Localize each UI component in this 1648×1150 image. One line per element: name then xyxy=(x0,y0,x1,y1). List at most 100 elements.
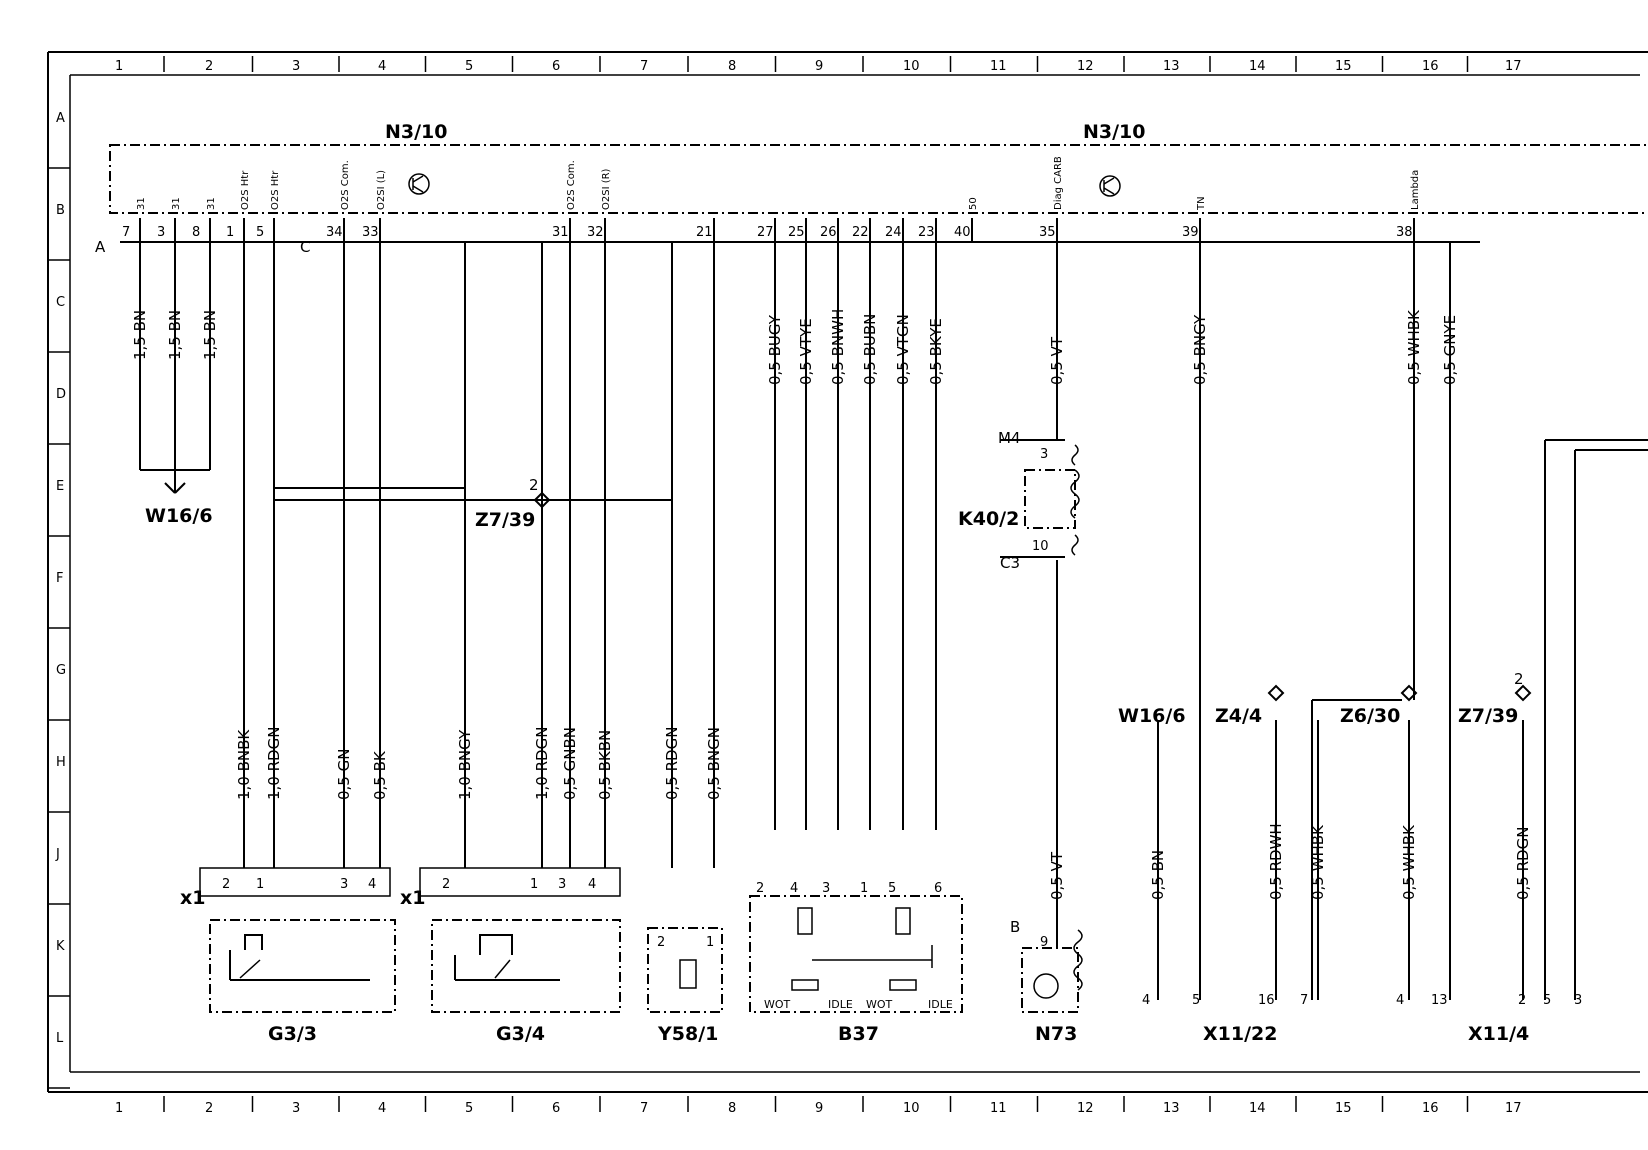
grid-column-label: 9 xyxy=(815,1101,823,1116)
wire-label: 0,5 BNGN xyxy=(705,727,723,800)
wire-label: 0,5 VT xyxy=(1048,336,1066,385)
y58-1-label: Y58/1 xyxy=(657,1023,718,1045)
z6-30-label: Z6/30 xyxy=(1340,705,1400,727)
ignition-switch-n73: B 9 N73 xyxy=(1010,918,1083,1045)
grid-row-label: C xyxy=(56,295,65,310)
grid-column-label: 15 xyxy=(1335,59,1352,74)
grid-column-label: 6 xyxy=(552,1101,560,1116)
pin-number: 33 xyxy=(362,225,379,240)
connector-c-label: C xyxy=(300,238,310,256)
component-pin-number: 2 xyxy=(756,881,764,896)
k40-pin-3: 3 xyxy=(1040,447,1048,462)
pin-number: 8 xyxy=(192,225,200,240)
pin-number: 34 xyxy=(326,225,343,240)
grid-column-label: 16 xyxy=(1422,1101,1439,1116)
grid-column-label: 11 xyxy=(990,59,1007,74)
wire-label: 0,5 BNWH xyxy=(829,309,847,385)
component-pin-number: 4 xyxy=(588,877,596,892)
wire-label: 0,5 RDWH xyxy=(1267,823,1285,900)
wire-label: 0,5 GNYE xyxy=(1441,315,1459,385)
pin-number: 35 xyxy=(1039,225,1056,240)
x1-left-label: x1 xyxy=(180,887,205,909)
grid-row-label: D xyxy=(56,387,66,402)
b37-idle-label: IDLE xyxy=(928,998,953,1011)
splice-group-right: W16/6 Z4/4 Z6/30 Z7/39 2 xyxy=(1118,439,1648,1000)
grid-column-label: 4 xyxy=(378,1101,386,1116)
grid-column-label: 7 xyxy=(640,59,648,74)
component-pin-number: 4 xyxy=(1142,993,1150,1008)
grid-column-label: 5 xyxy=(465,59,473,74)
grid-column-label: 8 xyxy=(728,1101,736,1116)
component-pin-number: 1 xyxy=(860,881,868,896)
grid-column-label: 13 xyxy=(1163,59,1180,74)
grid-row-label: F xyxy=(56,571,63,586)
grid-column-label: 10 xyxy=(903,1101,920,1116)
wire-label: 0,5 BN xyxy=(1149,850,1167,900)
component-pin-number: 4 xyxy=(790,881,798,896)
component-pin-number: 2 xyxy=(657,935,665,950)
grid-row-label: H xyxy=(56,755,66,770)
b37-label: B37 xyxy=(838,1023,879,1045)
wire-label: 0,5 WHBK xyxy=(1400,824,1418,900)
x1-mid-label: x1 xyxy=(400,887,425,909)
component-pin-number: 13 xyxy=(1431,993,1448,1008)
pin-number: 27 xyxy=(757,225,774,240)
grid-column-label: 5 xyxy=(465,1101,473,1116)
pin-number: 22 xyxy=(852,225,869,240)
grid-column-label: 6 xyxy=(552,59,560,74)
pin-number: 7 xyxy=(122,225,130,240)
wire-label: 0,5 BKBN xyxy=(596,730,614,800)
component-pin-number: 4 xyxy=(1396,993,1404,1008)
pin-signal-label: 50 xyxy=(968,197,979,210)
component-pin-number: 2 xyxy=(442,877,450,892)
component-pin-number: 7 xyxy=(1300,993,1308,1008)
component-pin-number: 2 xyxy=(1518,993,1526,1008)
wire-label: 1,0 BNBK xyxy=(235,729,253,800)
grid-row-label: K xyxy=(56,939,65,954)
x11-22-label: X11/22 xyxy=(1203,1023,1277,1045)
grid-column-label: 10 xyxy=(903,59,920,74)
pin-number: 39 xyxy=(1182,225,1199,240)
connector-x11-4: X11/4 xyxy=(1468,1023,1529,1045)
grid-column-label: 15 xyxy=(1335,1101,1352,1116)
pin-number: 5 xyxy=(256,225,264,240)
g3-3-label: G3/3 xyxy=(268,1023,317,1045)
wire-label: 0,5 RDGN xyxy=(663,727,681,800)
b37-wot-label: WOT xyxy=(866,998,893,1011)
wire-label: 0,5 BUGY xyxy=(766,314,784,385)
grid-row-label: J xyxy=(55,847,60,862)
wire-label: 0,5 BUBN xyxy=(861,314,879,385)
pin-signal-label: 31 xyxy=(136,197,147,210)
grid-column-label: 2 xyxy=(205,59,213,74)
m4-label: M4 xyxy=(998,429,1021,447)
splice-z7-39: Z7/39 2 xyxy=(274,476,673,700)
component-pin-number: 1 xyxy=(256,877,264,892)
grid-column-label: 7 xyxy=(640,1101,648,1116)
grid-column-label: 17 xyxy=(1505,1101,1522,1116)
z7-39-right-pin: 2 xyxy=(1514,670,1524,688)
grid-column-label: 1 xyxy=(115,59,123,74)
pin-number: 24 xyxy=(885,225,902,240)
grid-row-label: A xyxy=(56,111,65,126)
pin-signal-label: O2S Com. xyxy=(566,160,577,210)
n73-label: N73 xyxy=(1035,1023,1077,1045)
b37-idle-label: IDLE xyxy=(828,998,853,1011)
wire-label: 0,5 BK xyxy=(371,750,389,800)
pin-signal-label: O2S Com. xyxy=(340,160,351,210)
grid-row-label: G xyxy=(56,663,66,678)
grid-column-label: 14 xyxy=(1249,1101,1266,1116)
oxygen-sensor-g3-3: G3/3 xyxy=(209,919,396,1045)
grid-column-label: 13 xyxy=(1163,1101,1180,1116)
grid-column-label: 12 xyxy=(1077,59,1094,74)
control-unit-label-right: N3/10 xyxy=(1083,121,1146,143)
g3-4-label: G3/4 xyxy=(496,1023,545,1045)
